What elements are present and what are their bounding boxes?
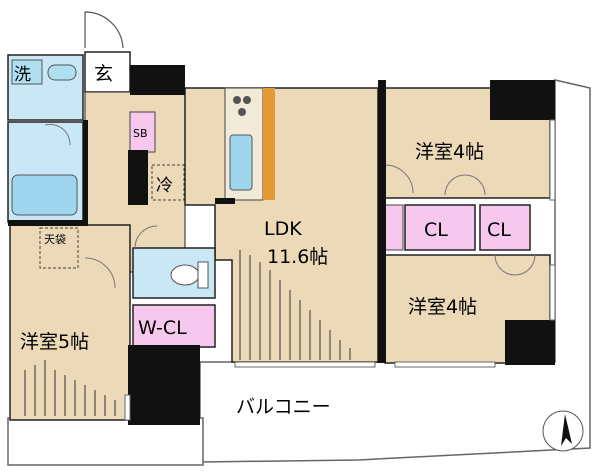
sink-icon xyxy=(229,134,253,191)
ldk-label: LDK xyxy=(264,218,302,240)
washroom-label: 洗 xyxy=(14,65,31,85)
bathtub-icon xyxy=(11,174,78,216)
entrance-door-swing xyxy=(84,11,124,49)
windows xyxy=(124,119,556,421)
entrance-label: 玄 xyxy=(94,63,113,85)
western-room-upper-label: 洋室4帖 xyxy=(415,141,484,163)
left-room-floor-lines xyxy=(24,360,116,416)
island-counter xyxy=(263,88,275,200)
ldk-floor-lines xyxy=(239,250,351,360)
western-room-lower-label: 洋室4帖 xyxy=(408,296,477,318)
walk-in-closet-label: W-CL xyxy=(138,317,187,339)
ldk-size-label: 11.6帖 xyxy=(267,246,328,268)
closet-1 xyxy=(404,204,476,251)
toilet-icon xyxy=(170,264,200,286)
shoe-box-label: SB xyxy=(133,127,148,140)
attic-storage-label: 天袋 xyxy=(44,232,66,246)
western-room-left-label: 洋室5帖 xyxy=(20,331,89,353)
washbasin-icon xyxy=(47,64,77,81)
structural-columns xyxy=(8,65,555,425)
stove-icon xyxy=(233,96,241,104)
balcony-label: バルコニー xyxy=(236,396,331,418)
closet-2 xyxy=(479,204,531,251)
north-arrow-icon xyxy=(542,410,584,452)
attic-storage xyxy=(39,227,79,269)
refrigerator-label: 冷 xyxy=(156,176,173,196)
closet-1-label: CL xyxy=(424,219,448,241)
walk-in-closet xyxy=(132,304,216,348)
shoe-box xyxy=(129,111,156,153)
closet-2-label: CL xyxy=(487,219,511,241)
refrigerator-space xyxy=(151,164,185,201)
